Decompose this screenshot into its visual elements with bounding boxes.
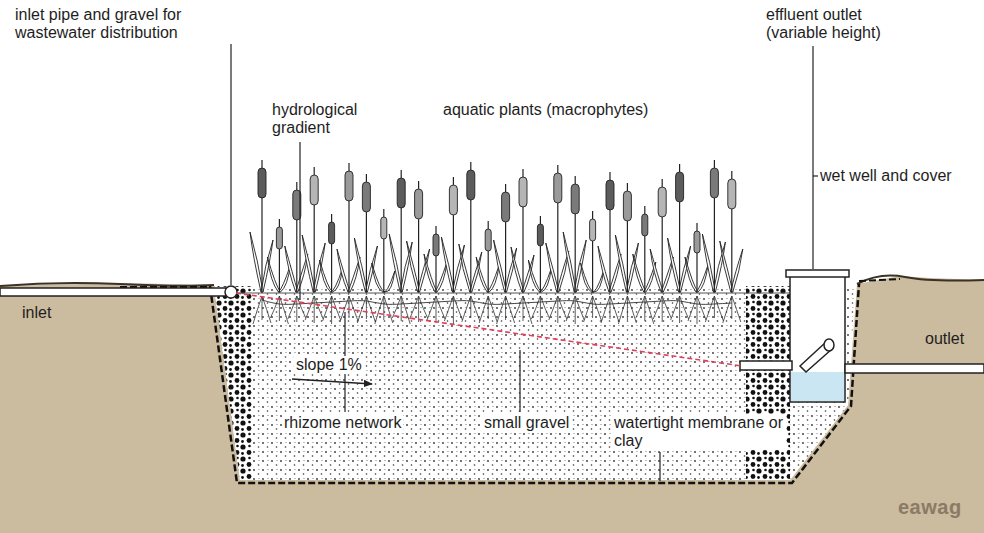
outlet-pipe — [845, 364, 984, 373]
leader-line — [519, 350, 520, 412]
callout-label: watertight membrane or clay — [612, 414, 786, 450]
callout-label: rhizome network — [282, 414, 403, 432]
wet-well — [790, 276, 845, 402]
small-gravel-bed — [214, 286, 855, 480]
leader-line — [230, 44, 231, 285]
leader-line — [813, 175, 818, 176]
leader-line — [299, 142, 300, 300]
callout-label: effluent outlet (variable height) — [766, 6, 916, 42]
pipe-label: outlet — [925, 330, 964, 348]
swivel-opening — [824, 339, 834, 351]
callout-label: aquatic plants (macrophytes) — [443, 101, 648, 119]
collection-pipe — [740, 361, 792, 370]
leader-line — [659, 452, 660, 481]
callout-label: hydrological gradient — [272, 101, 382, 137]
leader-line — [812, 46, 813, 269]
ground — [0, 276, 984, 533]
callout-label: wet well and cover — [820, 167, 952, 185]
callout-label: inlet pipe and gravel for wastewater dis… — [15, 6, 230, 42]
wet-well-water — [791, 372, 844, 401]
coarse-gravel-outlet — [746, 286, 790, 480]
pipe-label: inlet — [22, 304, 51, 322]
inlet-pipe — [0, 288, 226, 296]
ground-surface — [857, 276, 984, 284]
wet-well-cover — [786, 270, 849, 277]
slope-arrow — [292, 379, 372, 384]
inlet-distributor — [225, 286, 237, 298]
watertight-membrane — [210, 284, 859, 483]
watermark: eawag — [898, 498, 962, 516]
ground-surface — [0, 283, 214, 286]
dimension-label: slope 1% — [294, 356, 364, 374]
macrophytes — [250, 160, 743, 324]
callout-label: small gravel — [482, 414, 571, 432]
